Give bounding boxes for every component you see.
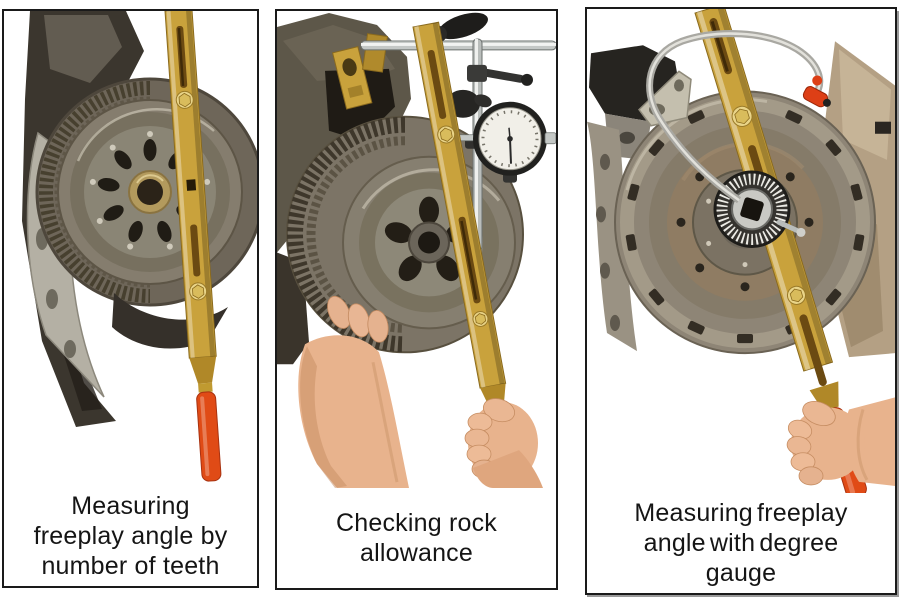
photo-rock-allowance: [277, 11, 556, 488]
photo-freeplay-by-teeth: [4, 11, 257, 486]
caption-line: angle with degree: [643, 529, 839, 557]
caption-line: gauge: [705, 559, 777, 587]
cable-clip: [802, 75, 831, 108]
right-hand: [786, 397, 895, 486]
caption-line: number of teeth: [41, 552, 220, 580]
panel-freeplay-degree-gauge: Measuring freeplay angle with degree gau…: [585, 7, 897, 595]
flywheel-dial-indicator-photo: [277, 12, 556, 488]
dial-indicator: [473, 101, 556, 183]
panel-freeplay-by-teeth: Measuring freeplay angle by number of te…: [2, 9, 259, 588]
caption-line: Measuring freeplay: [634, 499, 848, 527]
photo-freeplay-degree-gauge: [587, 9, 895, 493]
flywheel-degree-gauge-photo: [587, 9, 895, 493]
caption-line: Measuring: [71, 492, 190, 520]
caption-rock-allowance: Checking rock allowance: [277, 488, 556, 588]
caption-freeplay-degree-gauge: Measuring freeplay angle with degree gau…: [587, 493, 895, 593]
right-hand: [464, 398, 543, 488]
degree-gauge-cable: [646, 30, 823, 204]
freeplay-tool: [412, 21, 521, 488]
caption-line: allowance: [360, 539, 473, 567]
freeplay-tool: [164, 11, 222, 482]
flywheel-tool-photo: [22, 11, 257, 482]
caption-line: Checking rock: [336, 509, 497, 537]
caption-freeplay-by-teeth: Measuring freeplay angle by number of te…: [4, 486, 257, 586]
left-hand: [298, 295, 409, 488]
panel-rock-allowance: Checking rock allowance: [275, 9, 558, 590]
degree-gauge: [713, 170, 806, 248]
caption-line: freeplay angle by: [33, 522, 228, 550]
